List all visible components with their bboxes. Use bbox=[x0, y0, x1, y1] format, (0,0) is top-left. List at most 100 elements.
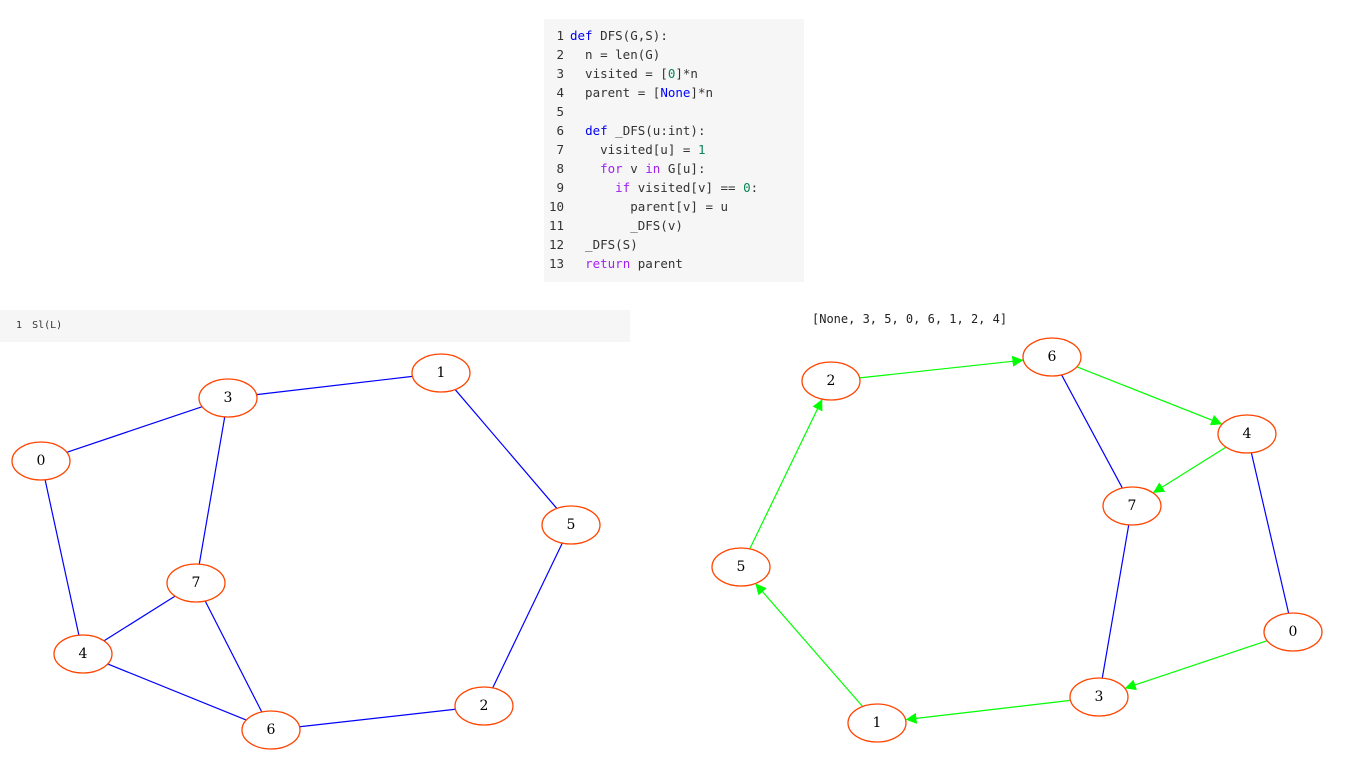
line-number: 13 bbox=[548, 256, 564, 271]
cell-code: Sl(L) bbox=[32, 320, 63, 331]
code-line: 1 def DFS(G,S): bbox=[544, 26, 804, 45]
edge-2-6 bbox=[299, 708, 456, 728]
node-label: 2 bbox=[480, 698, 489, 714]
node-ellipse bbox=[1069, 677, 1129, 717]
code-line: 13 return parent bbox=[544, 254, 804, 273]
graph-node-3: 3 bbox=[1069, 677, 1129, 717]
code-token: 0 bbox=[667, 66, 676, 81]
node-ellipse bbox=[1217, 414, 1277, 454]
graph-node-0: 0 bbox=[11, 441, 71, 481]
node-ellipse bbox=[166, 563, 226, 603]
graph-node-3: 3 bbox=[198, 378, 258, 418]
tree-edge-3-1 bbox=[905, 699, 1071, 724]
code-token: ]*n bbox=[690, 85, 713, 100]
code-line: 2 n = len(G) bbox=[544, 45, 804, 64]
tree-edge-1-5 bbox=[754, 583, 864, 707]
code-token: for bbox=[600, 161, 631, 176]
graph-node-0: 0 bbox=[1263, 612, 1323, 652]
code-token: n = len(G) bbox=[570, 47, 661, 62]
node-ellipse bbox=[711, 547, 771, 587]
line-number: 11 bbox=[548, 218, 564, 233]
node-label: 1 bbox=[873, 715, 882, 731]
line-number: 9 bbox=[556, 180, 564, 195]
graph-node-6: 6 bbox=[1022, 337, 1082, 377]
line-number: 12 bbox=[548, 237, 564, 252]
code-line: 5 bbox=[544, 102, 804, 121]
node-ellipse bbox=[1022, 337, 1082, 377]
graph-node-7: 7 bbox=[166, 563, 226, 603]
code-token: def bbox=[570, 28, 601, 43]
graph-node-1: 1 bbox=[847, 703, 907, 743]
tree-edge-2-6 bbox=[859, 355, 1024, 379]
dfs-tree-graph: 0 1 2 3 4 5 6 7 bbox=[711, 337, 1323, 743]
graph-node-4: 4 bbox=[1217, 414, 1277, 454]
line-number: 6 bbox=[556, 123, 564, 138]
code-token: _DFS(u:int): bbox=[615, 123, 706, 138]
node-ellipse bbox=[454, 686, 514, 726]
code-token: 1 bbox=[697, 142, 706, 157]
node-ellipse bbox=[1102, 486, 1162, 526]
code-token: : bbox=[750, 180, 759, 195]
line-number: 2 bbox=[556, 47, 564, 62]
node-label: 5 bbox=[737, 559, 746, 575]
tree-edge-6-4 bbox=[1076, 366, 1223, 426]
line-number: 5 bbox=[556, 104, 564, 119]
dfs-output: [None, 3, 5, 0, 6, 1, 2, 4] bbox=[812, 312, 1008, 326]
graph-node-5: 5 bbox=[711, 547, 771, 587]
line-number: 10 bbox=[548, 199, 564, 214]
node-label: 4 bbox=[1243, 426, 1252, 442]
edge-0-4 bbox=[44, 479, 80, 636]
code-line: 10 parent[v] = u bbox=[544, 197, 804, 216]
code-token: visited[u] = bbox=[570, 142, 698, 157]
code-token: parent = [ bbox=[570, 85, 661, 100]
node-label: 7 bbox=[1128, 498, 1137, 514]
line-number: 7 bbox=[556, 142, 564, 157]
code-token: ]*n bbox=[675, 66, 698, 81]
code-token: v bbox=[630, 161, 646, 176]
node-label: 0 bbox=[37, 453, 46, 469]
code-line: 11 _DFS(v) bbox=[544, 216, 804, 235]
node-label: 3 bbox=[224, 390, 233, 406]
code-token: parent[v] = u bbox=[570, 199, 729, 214]
edge-5-2 bbox=[492, 542, 563, 689]
code-line: 9 if visited[v] == 0: bbox=[544, 178, 804, 197]
code-line: 6 def _DFS(u:int): bbox=[544, 121, 804, 140]
node-label: 0 bbox=[1289, 624, 1298, 640]
code-line: 3 visited = [0]*n bbox=[544, 64, 804, 83]
line-number: 3 bbox=[556, 66, 564, 81]
code-token: DFS(G,S): bbox=[600, 28, 668, 43]
graph-node-7: 7 bbox=[1102, 486, 1162, 526]
graph-node-2: 2 bbox=[454, 686, 514, 726]
code-token: _DFS(S) bbox=[570, 237, 638, 252]
notebook-cell-input[interactable]: 1 Sl(L) bbox=[0, 310, 630, 342]
node-label: 6 bbox=[1048, 349, 1057, 365]
code-token: visited = [ bbox=[570, 66, 668, 81]
line-number: 4 bbox=[556, 85, 564, 100]
line-number: 8 bbox=[556, 161, 564, 176]
code-token: in bbox=[645, 161, 668, 176]
edge-0-3 bbox=[66, 406, 203, 453]
line-number: 1 bbox=[556, 28, 564, 43]
code-token: def bbox=[585, 123, 616, 138]
node-label: 5 bbox=[567, 517, 576, 533]
tree-edge-4-7 bbox=[1152, 446, 1227, 494]
code-line: 4 parent = [None]*n bbox=[544, 83, 804, 102]
node-ellipse bbox=[198, 378, 258, 418]
tree-edge-5-2 bbox=[749, 398, 823, 550]
edge-4-0 bbox=[1250, 452, 1290, 614]
edge-6-7 bbox=[1061, 374, 1123, 489]
graph-node-6: 6 bbox=[241, 710, 301, 750]
node-label: 6 bbox=[267, 722, 276, 738]
node-ellipse bbox=[411, 353, 471, 393]
code-token: visited[v] == bbox=[637, 180, 744, 195]
edge-6-4 bbox=[107, 663, 247, 721]
node-label: 4 bbox=[79, 646, 88, 662]
code-token: G[u]: bbox=[667, 161, 706, 176]
node-label: 2 bbox=[827, 373, 836, 389]
node-ellipse bbox=[801, 361, 861, 401]
code-token: 0 bbox=[743, 180, 751, 195]
node-ellipse bbox=[1263, 612, 1323, 652]
node-ellipse bbox=[11, 441, 71, 481]
node-label: 7 bbox=[192, 575, 201, 591]
